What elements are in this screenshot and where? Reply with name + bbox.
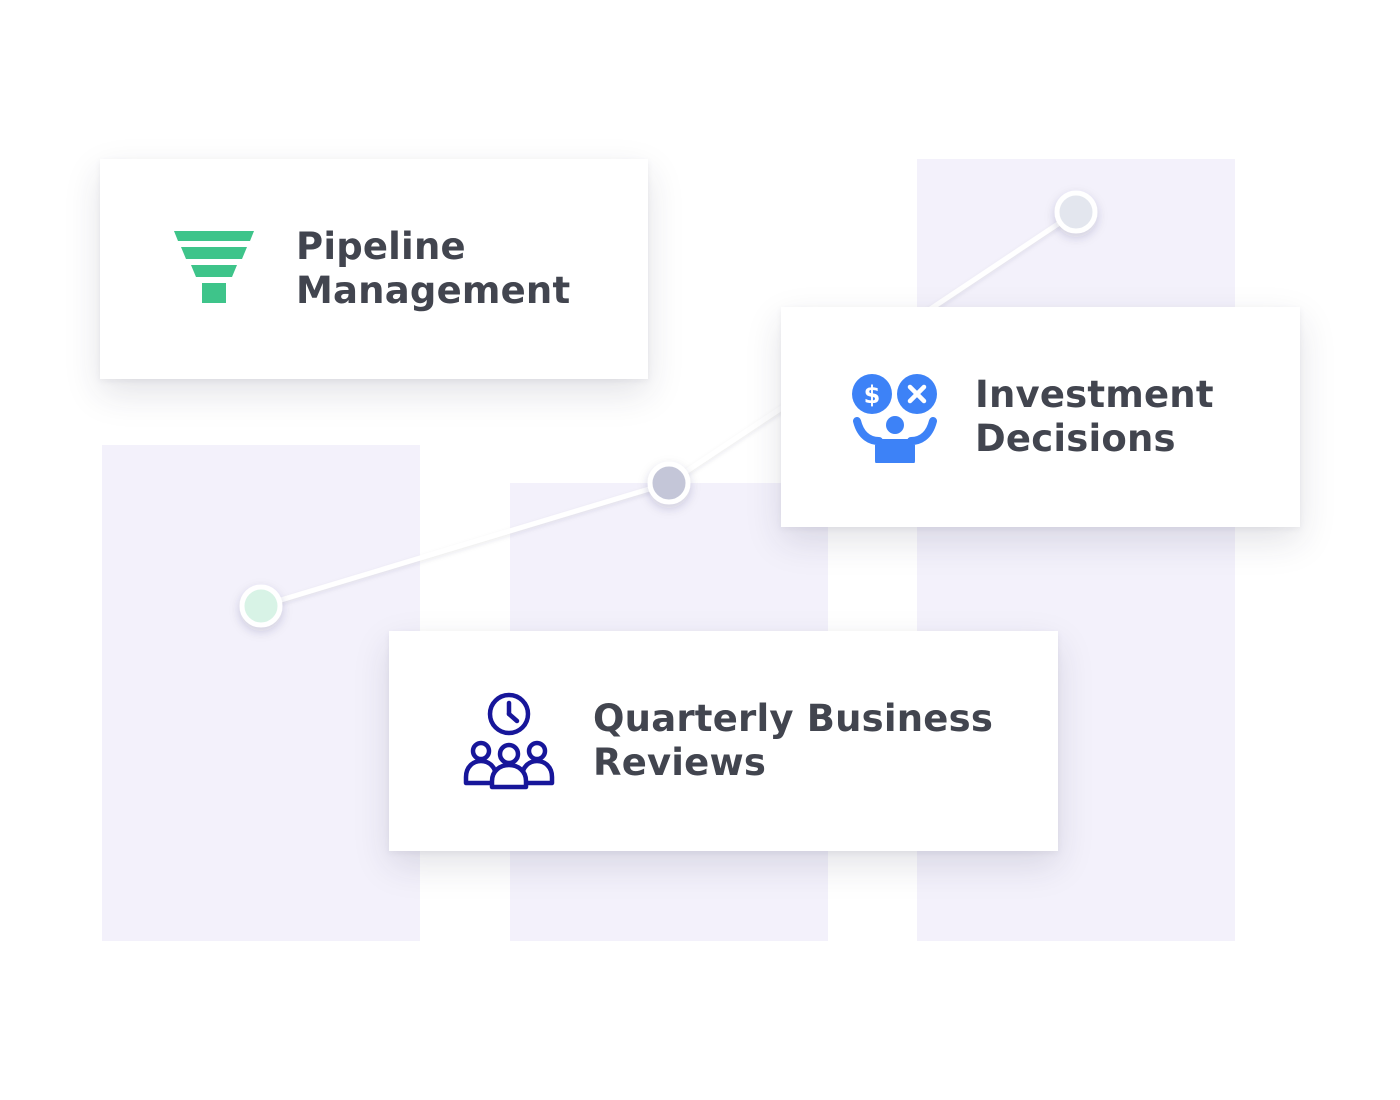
chart-bar-1 (102, 445, 420, 941)
pipeline-management-title: Pipeline Management (296, 225, 570, 313)
quarterly-business-reviews-card: Quarterly Business Reviews (389, 631, 1058, 851)
investment-decision-icon: $ (849, 371, 941, 463)
qbr-title-line2: Reviews (593, 741, 767, 784)
investment-decisions-title: Investment Decisions (975, 373, 1214, 461)
pipeline-title-line1: Pipeline (296, 225, 466, 268)
quarterly-business-reviews-title: Quarterly Business Reviews (593, 697, 993, 785)
pipeline-title-line2: Management (296, 269, 571, 312)
funnel-icon (174, 229, 254, 309)
investment-title-line1: Investment (975, 373, 1214, 416)
investment-decisions-card: $ Investment Decisions (781, 307, 1300, 527)
qbr-title-line1: Quarterly Business (593, 697, 994, 740)
pipeline-management-card: Pipeline Management (100, 159, 648, 379)
svg-text:$: $ (864, 381, 881, 409)
team-meeting-clock-icon (463, 691, 559, 791)
investment-title-line2: Decisions (975, 417, 1176, 460)
